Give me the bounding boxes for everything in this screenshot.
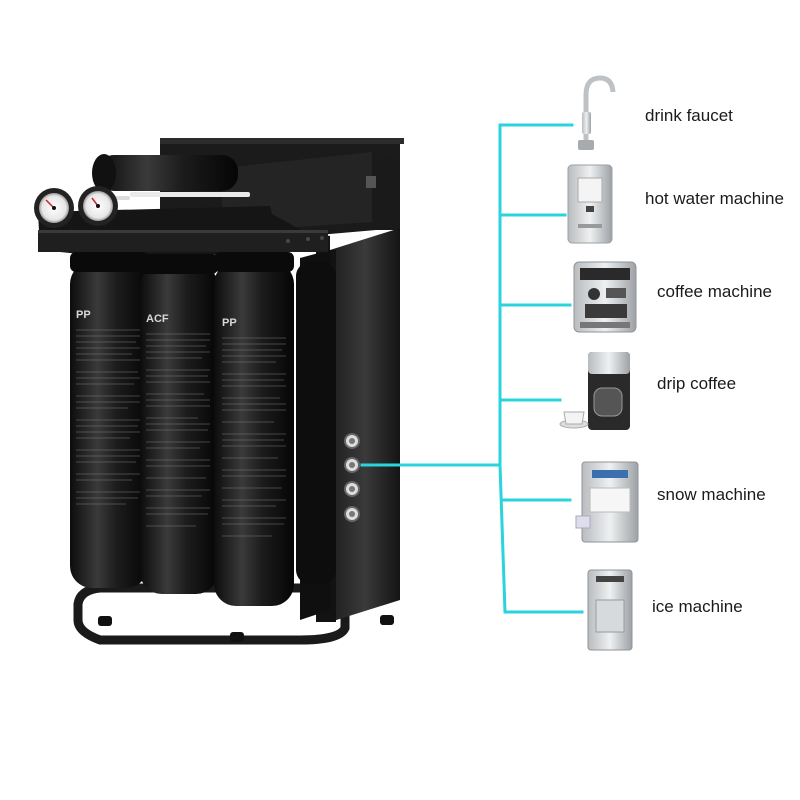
connector-lines [360,123,584,614]
label-drip-coffee: drip coffee [657,374,737,393]
coffee-machine-icon [573,261,637,333]
pipe [130,192,250,197]
base-frame [73,583,350,645]
snow-machine-icon [575,461,639,543]
box-switch [366,176,376,188]
faucet-icon [578,75,616,150]
label-snow-machine: snow machine [657,485,766,504]
label-hot-water-machine: hot water machine [645,189,784,208]
filter-cartridge-2: ACF [140,254,218,594]
outlet-port-icon [344,433,360,449]
outlet-ports [344,433,360,522]
label-drink-faucet: drink faucet [645,106,733,125]
cartridge-code: PP [222,317,237,329]
cartridge-code: ACF [146,313,169,325]
label-ice-machine: ice machine [652,597,743,616]
drip-coffee-icon [559,352,630,430]
tray-lip [38,232,328,252]
membrane-housing [98,155,238,191]
hot-water-machine-icon [567,164,613,244]
rivet [320,236,324,240]
pressure-gauge-left-icon [34,188,74,228]
foot [230,632,244,642]
filter-cartridge-3: PP [214,252,294,606]
foot [98,616,112,626]
foot [380,615,394,625]
rivet [306,237,310,241]
tray-lip-shine [38,230,328,233]
label-coffee-machine: coffee machine [657,282,772,301]
back-panel-edge [160,138,404,144]
outlet-port-icon [344,481,360,497]
pressure-gauge-right-icon [78,186,118,226]
water-filter-system: PP ACF [34,138,404,645]
outlet-port-icon [344,506,360,522]
filter-cartridge-rear [296,262,336,584]
cartridge-code: PP [76,309,91,321]
connector-trunk-lower [498,463,507,614]
side-column [330,228,400,622]
outlet-port-icon [344,457,360,473]
rivet [286,239,290,243]
membrane-cap [92,154,116,192]
ice-machine-icon [587,569,633,651]
filter-cartridge-1: PP [70,252,148,588]
